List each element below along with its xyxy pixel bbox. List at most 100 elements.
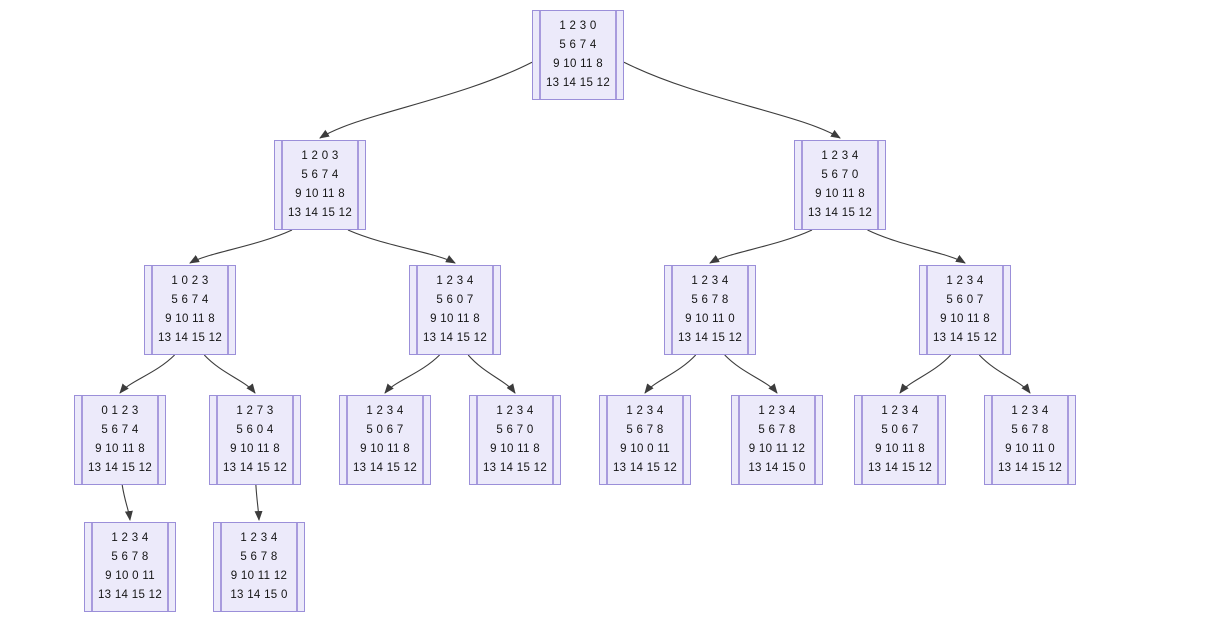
tree-edge-l2a-l3a	[189, 229, 293, 264]
puzzle-row: 5 6 0 7	[946, 294, 984, 306]
tree-edge-l4b-l5b	[254, 484, 263, 521]
puzzle-row: 9 10 11 8	[165, 313, 215, 325]
puzzle-row: 9 10 11 8	[815, 188, 865, 200]
puzzle-row: 5 6 7 4	[101, 424, 139, 436]
puzzle-row: 5 6 7 4	[171, 294, 209, 306]
puzzle-row: 13 14 15 12	[97, 589, 163, 601]
puzzle-row: 13 14 15 12	[807, 207, 873, 219]
tree-edge-l2a-l3b	[347, 229, 456, 264]
puzzle-row: 13 14 15 12	[612, 462, 678, 474]
puzzle-row: 9 10 11 12	[748, 443, 806, 455]
puzzle-row: 13 14 15 12	[997, 462, 1063, 474]
puzzle-row: 9 10 11 8	[95, 443, 145, 455]
puzzle-node-l4d: 1 2 3 4 5 6 7 0 9 10 11 8 13 14 15 12	[469, 395, 561, 485]
puzzle-row: 13 14 15 12	[287, 207, 353, 219]
tree-edge-root-l2b	[623, 61, 841, 139]
puzzle-row: 13 14 15 12	[677, 332, 743, 344]
puzzle-grid: 1 2 3 4 5 6 7 8 9 10 11 0 13 14 15 12	[993, 396, 1067, 484]
puzzle-row: 1 2 3 4	[366, 405, 404, 417]
tree-edge-root-l2a	[319, 61, 533, 139]
puzzle-node-l4h: 1 2 3 4 5 6 7 8 9 10 11 0 13 14 15 12	[984, 395, 1076, 485]
puzzle-row: 5 0 6 7	[881, 424, 919, 436]
puzzle-row: 5 6 7 8	[758, 424, 796, 436]
puzzle-row: 1 2 3 4	[881, 405, 919, 417]
puzzle-row: 13 14 15 12	[352, 462, 418, 474]
tree-edge-l4a-l5a	[121, 484, 133, 521]
puzzle-row: 1 2 3 4	[758, 405, 796, 417]
puzzle-row: 1 2 7 3	[236, 405, 274, 417]
puzzle-row: 5 6 7 0	[821, 169, 859, 181]
puzzle-row: 9 10 11 8	[940, 313, 990, 325]
puzzle-row: 9 10 11 0	[1005, 443, 1055, 455]
puzzle-row: 13 14 15 12	[157, 332, 223, 344]
puzzle-row: 5 6 7 0	[496, 424, 534, 436]
puzzle-row: 5 6 0 4	[236, 424, 274, 436]
puzzle-row: 13 14 15 12	[482, 462, 548, 474]
puzzle-grid: 1 0 2 3 5 6 7 4 9 10 11 8 13 14 15 12	[153, 266, 227, 354]
puzzle-node-l4c: 1 2 3 4 5 0 6 7 9 10 11 8 13 14 15 12	[339, 395, 431, 485]
puzzle-row: 13 14 15 12	[545, 77, 611, 89]
puzzle-row: 5 6 0 7	[436, 294, 474, 306]
puzzle-node-l4g: 1 2 3 4 5 0 6 7 9 10 11 8 13 14 15 12	[854, 395, 946, 485]
puzzle-row: 9 10 11 8	[875, 443, 925, 455]
puzzle-row: 9 10 11 8	[490, 443, 540, 455]
puzzle-row: 1 2 3 4	[626, 405, 664, 417]
puzzle-row: 1 2 3 4	[691, 275, 729, 287]
tree-edge-l3a-l4a	[119, 354, 175, 394]
puzzle-row: 9 10 11 12	[230, 570, 288, 582]
puzzle-row: 1 2 0 3	[301, 150, 339, 162]
puzzle-row: 5 0 6 7	[366, 424, 404, 436]
puzzle-row: 5 6 7 4	[559, 39, 597, 51]
puzzle-row: 9 10 11 8	[360, 443, 410, 455]
puzzle-row: 5 6 7 8	[1011, 424, 1049, 436]
puzzle-row: 1 2 3 4	[946, 275, 984, 287]
puzzle-row: 5 6 7 8	[111, 551, 149, 563]
tree-edge-l3d-l4g	[899, 354, 952, 394]
puzzle-row: 9 10 11 0	[685, 313, 735, 325]
puzzle-row: 9 10 11 8	[230, 443, 280, 455]
tree-edge-l3c-l4f	[724, 354, 778, 394]
puzzle-row: 0 1 2 3	[101, 405, 139, 417]
puzzle-grid: 1 2 3 4 5 0 6 7 9 10 11 8 13 14 15 12	[348, 396, 422, 484]
puzzle-row: 1 0 2 3	[171, 275, 209, 287]
puzzle-row: 13 14 15 12	[932, 332, 998, 344]
puzzle-row: 13 14 15 12	[867, 462, 933, 474]
tree-edge-l3b-l4c	[384, 354, 440, 394]
puzzle-row: 1 2 3 4	[240, 532, 278, 544]
puzzle-grid: 1 2 3 4 5 6 7 8 9 10 11 0 13 14 15 12	[673, 266, 747, 354]
puzzle-row: 5 6 7 4	[301, 169, 339, 181]
puzzle-grid: 1 2 3 4 5 6 7 0 9 10 11 8 13 14 15 12	[478, 396, 552, 484]
puzzle-row: 1 2 3 4	[1011, 405, 1049, 417]
puzzle-row: 5 6 7 8	[691, 294, 729, 306]
puzzle-grid: 1 2 3 4 5 6 0 7 9 10 11 8 13 14 15 12	[928, 266, 1002, 354]
puzzle-node-l3d: 1 2 3 4 5 6 0 7 9 10 11 8 13 14 15 12	[919, 265, 1011, 355]
tree-edge-l3b-l4d	[467, 354, 516, 394]
tree-edge-l3d-l4h	[978, 354, 1031, 394]
tree-edge-l2b-l3c	[709, 229, 813, 264]
puzzle-row: 1 2 3 0	[559, 20, 597, 32]
puzzle-row: 1 2 3 4	[436, 275, 474, 287]
puzzle-row: 9 10 0 11	[105, 570, 155, 582]
puzzle-node-l3a: 1 0 2 3 5 6 7 4 9 10 11 8 13 14 15 12	[144, 265, 236, 355]
puzzle-row: 9 10 11 8	[430, 313, 480, 325]
puzzle-row: 1 2 3 4	[496, 405, 534, 417]
puzzle-row: 5 6 7 8	[240, 551, 278, 563]
